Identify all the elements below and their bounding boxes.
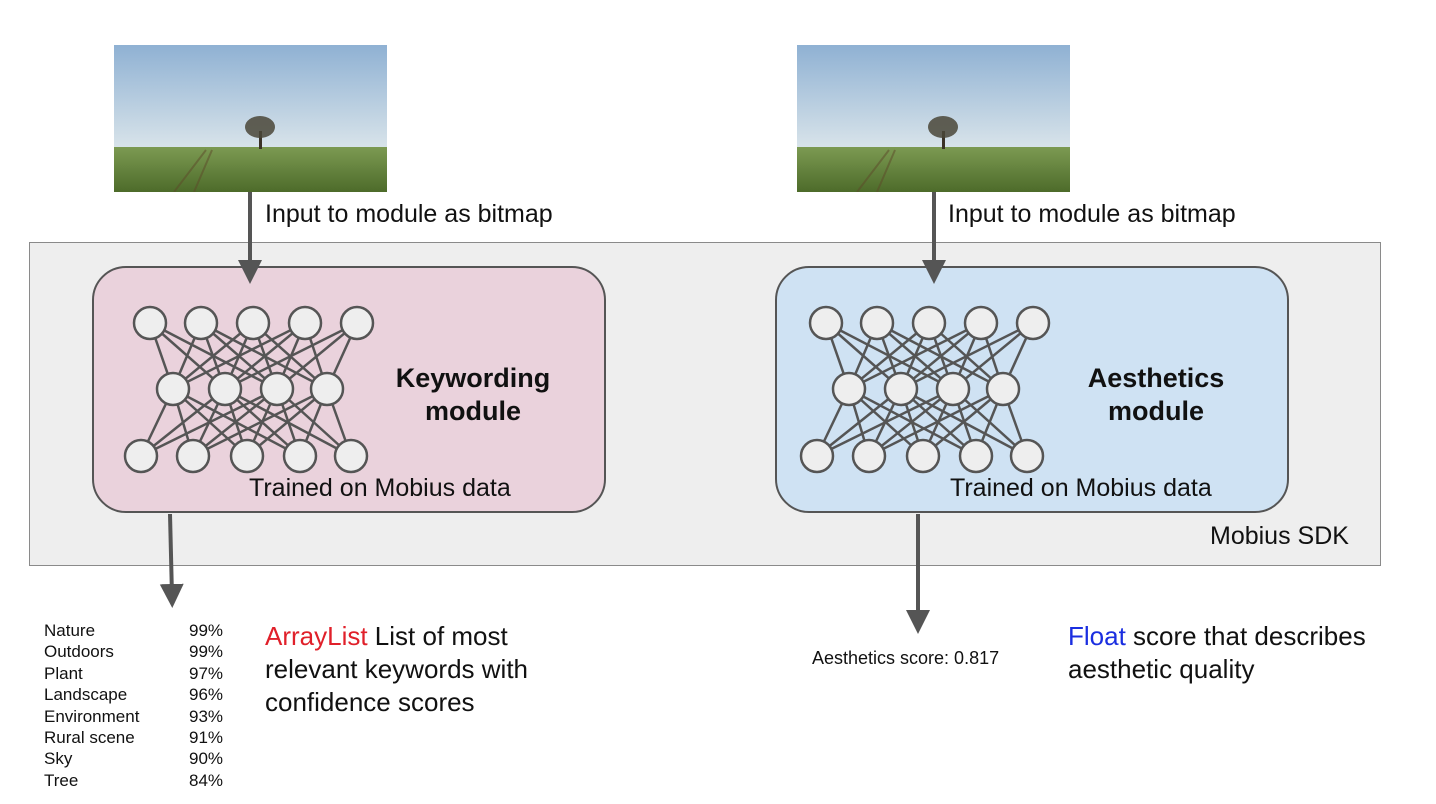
keyword-confidence: 97% [189,663,224,683]
keyword-name: Outdoors [44,642,114,662]
keyword-name: Plant [44,663,83,683]
network-node [175,438,211,474]
keyword-name: Nature [44,621,96,640]
keyword-name: Rural scene [44,727,135,747]
network-node [911,305,947,341]
keyword-confidence: 99% [189,621,224,640]
arrow-output-left [159,513,184,608]
keyword-confidence: 96% [189,685,224,705]
network-node [207,371,243,407]
network-node [1015,305,1051,341]
network-node [183,305,219,341]
keyword-output-description: ArrayList List of most relevant keywords… [265,620,528,719]
arraylist-type: ArrayList [265,621,368,651]
network-node [235,305,271,341]
network-node [259,371,295,407]
keywording-title-line2: module [424,396,521,426]
network-node [123,438,159,474]
network-node [935,371,971,407]
network-node [985,371,1021,407]
input-image-right [797,45,1070,192]
input-label-left: Input to module as bitmap [265,200,553,228]
neural-network-icon [799,305,1051,474]
network-node [1009,438,1045,474]
aesthetics-desc-line1: score that describes [1125,621,1366,651]
network-node [287,305,323,341]
keyword-desc-line2: relevant keywords with [265,654,528,684]
keyword-name: Environment [44,706,140,726]
keywording-module-subtitle: Trained on Mobius data [249,474,511,502]
network-node [859,305,895,341]
keyword-confidence: 84% [189,770,224,790]
keyword-desc-line3: confidence scores [265,687,475,717]
keyword-confidence: 93% [189,706,224,726]
network-node [282,438,318,474]
aesthetics-output-description: Float score that describes aesthetic qua… [1068,620,1366,686]
network-node [309,371,345,407]
network-node [229,438,265,474]
keyword-confidence: 90% [189,749,224,769]
input-label-right: Input to module as bitmap [948,200,1236,228]
network-node [905,438,941,474]
aesthetics-module-title: Aesthetics module [1046,362,1266,428]
network-node [339,305,375,341]
keyword-name: Tree [44,770,79,790]
keyword-name: Sky [44,749,73,769]
aesthetics-score: Aesthetics score: 0.817 [812,648,1000,668]
network-node [132,305,168,341]
network-node [808,305,844,341]
float-type: Float [1068,621,1126,651]
network-node [799,438,835,474]
network-node [831,371,867,407]
landscape-photo-icon [797,45,1070,192]
network-node [963,305,999,341]
aesthetics-desc-line2: aesthetic quality [1068,654,1255,684]
network-node [851,438,887,474]
network-node [883,371,919,407]
landscape-photo-icon [114,45,387,192]
network-node [155,371,191,407]
network-node [333,438,369,474]
aesthetics-title-line2: module [1107,396,1204,426]
keyword-desc-line1: List of most [367,621,508,651]
sdk-label: Mobius SDK [1210,522,1349,550]
network-node [958,438,994,474]
keywording-title-line1: Keywording [395,363,551,393]
keyword-confidence: 91% [189,727,224,747]
neural-network-icon [123,305,375,474]
input-image-left [114,45,387,192]
keyword-name: Landscape [44,685,128,705]
aesthetics-title-line1: Aesthetics [1087,363,1225,393]
keyword-confidence: 99% [189,642,224,662]
keywording-module-title: Keywording module [363,362,583,428]
aesthetics-module-subtitle: Trained on Mobius data [950,474,1212,502]
